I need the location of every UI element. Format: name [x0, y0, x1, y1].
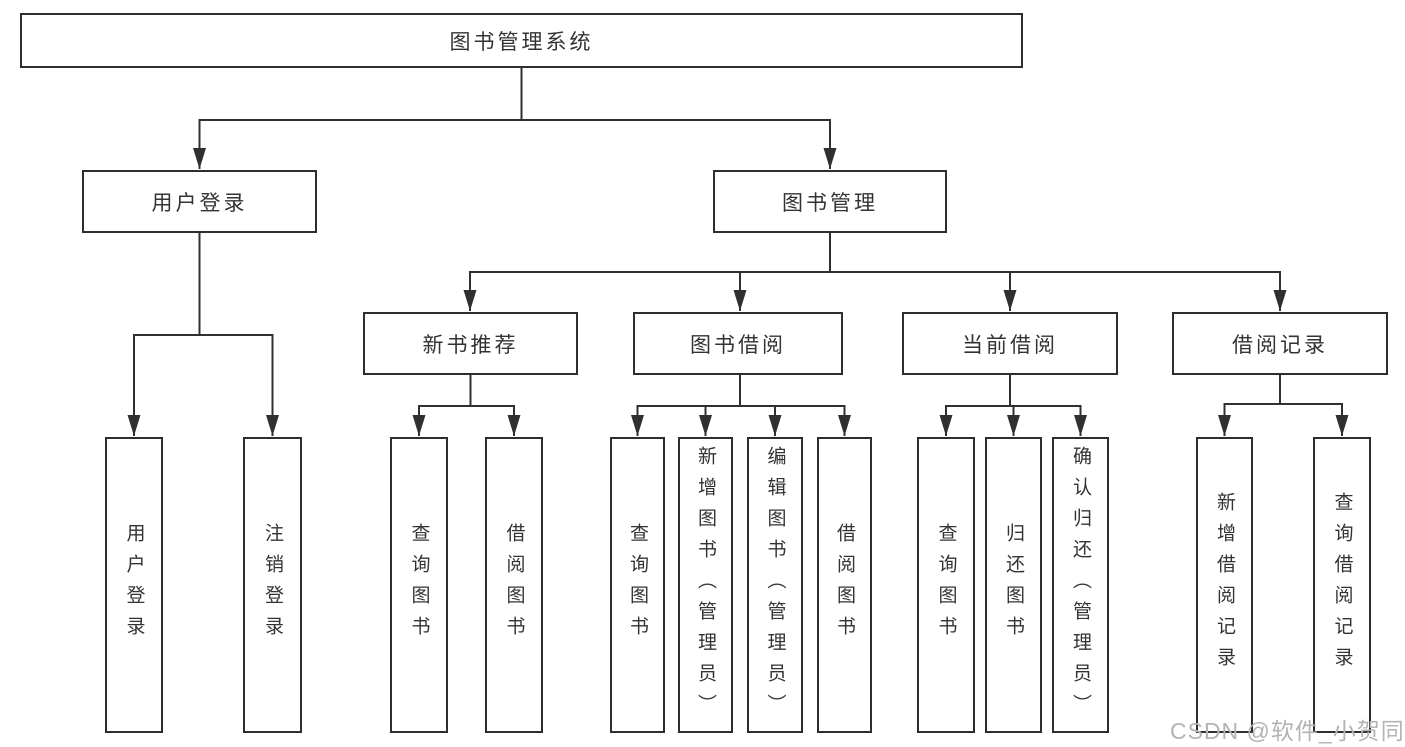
leaf-query-books-recommend: 查询图书	[390, 437, 448, 733]
node-new-book-recommend: 新书推荐	[363, 312, 578, 375]
node-borrow-records: 借阅记录	[1172, 312, 1388, 375]
connector-borrow-to-leaves	[631, 375, 851, 436]
csdn-watermark: CSDN @软件_小贺同学	[1170, 718, 1405, 744]
leaf-borrow-books-recommend: 借阅图书	[485, 437, 543, 733]
node-book-management: 图书管理	[713, 170, 947, 233]
leaf-query-books-borrow: 查询图书	[610, 437, 665, 733]
leaf-user-login: 用户登录	[105, 437, 163, 733]
node-library-management-system: 图书管理系统	[20, 13, 1023, 68]
leaf-query-books-current: 查询图书	[917, 437, 975, 733]
connector-root-to-level2	[193, 68, 837, 169]
leaf-edit-book-admin: 编辑图书（管理员）	[747, 437, 803, 733]
leaf-add-borrow-record: 新增借阅记录	[1196, 437, 1253, 733]
node-user-login: 用户登录	[82, 170, 317, 233]
connector-mgmt-to-level3	[463, 233, 1287, 311]
node-book-borrowing: 图书借阅	[633, 312, 843, 375]
connector-login-to-leaves	[127, 233, 279, 436]
connector-record-to-leaves	[1218, 375, 1349, 436]
connector-newbook-to-leaves	[412, 375, 521, 436]
node-current-borrowing: 当前借阅	[902, 312, 1118, 375]
leaf-borrow-books: 借阅图书	[817, 437, 872, 733]
leaf-confirm-return-admin: 确认归还（管理员）	[1052, 437, 1109, 733]
connector-current-to-leaves	[939, 375, 1087, 436]
leaf-add-book-admin: 新增图书（管理员）	[678, 437, 733, 733]
leaf-query-borrow-record: 查询借阅记录	[1313, 437, 1371, 733]
leaf-return-books: 归还图书	[985, 437, 1042, 733]
leaf-logout: 注销登录	[243, 437, 302, 733]
